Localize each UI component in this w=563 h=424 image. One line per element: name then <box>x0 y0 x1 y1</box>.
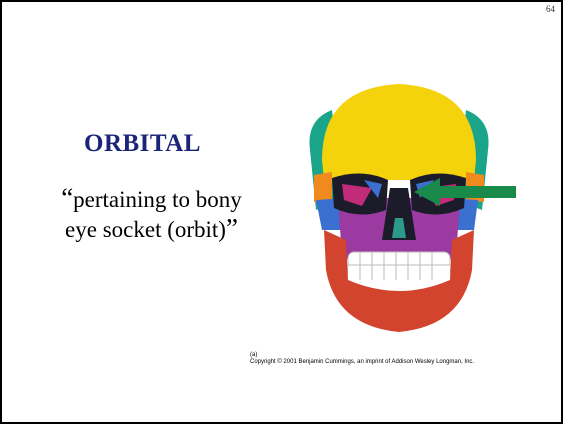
frontal-bone <box>322 84 476 180</box>
figure-label: (a) <box>250 352 257 358</box>
close-quote: ” <box>226 213 238 243</box>
skull-illustration <box>302 80 532 342</box>
copyright-notice: Copyright © 2001 Benjamin Cummings, an i… <box>250 359 474 365</box>
slide-title: ORBITAL <box>84 130 201 158</box>
page-number: 64 <box>546 4 555 14</box>
definition-line-2: eye socket (orbit) <box>65 217 226 242</box>
open-quote: “ <box>61 183 73 213</box>
temporal-orange-left <box>314 172 332 202</box>
definition-line-1: pertaining to bony <box>73 187 242 212</box>
definition-text: “pertaining to bony eye socket (orbit)” <box>24 184 279 244</box>
